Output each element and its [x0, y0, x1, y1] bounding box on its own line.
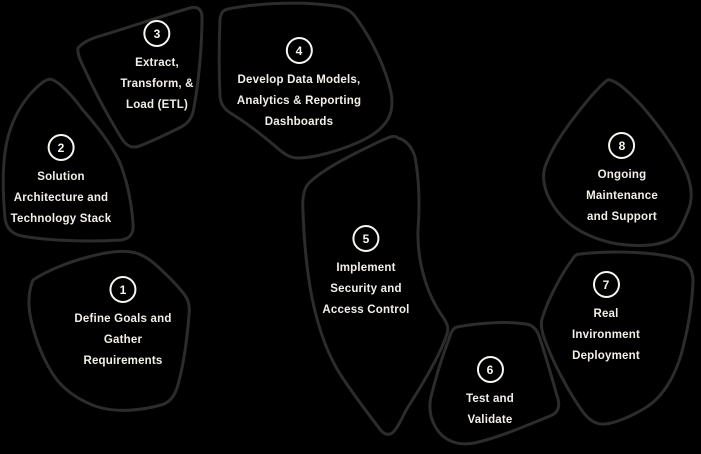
step-6-number: 6	[486, 362, 494, 377]
step-2-number: 2	[57, 140, 65, 155]
step-7: 7 Real Invironment Deployment	[572, 271, 640, 367]
petal-6-shape	[428, 321, 561, 446]
step-2: 2 Solution Architecture and Technology S…	[11, 134, 112, 230]
petal-4-shape	[217, 1, 394, 160]
step-2-line-1: Solution	[37, 171, 85, 183]
step-3: 3 Extract, Transform, & Load (ETL)	[120, 20, 193, 116]
step-3-line-1: Extract,	[135, 57, 179, 69]
step-8-line-3: and Support	[587, 211, 657, 223]
petal-5-shape	[301, 134, 450, 436]
step-4-line-2: Analytics & Reporting	[236, 95, 362, 107]
step-7-number-badge: 7	[592, 271, 620, 298]
petal-3-shape	[76, 5, 204, 149]
step-6-line-2: Validate	[467, 414, 513, 426]
step-5-number-badge: 5	[352, 225, 380, 252]
step-1-label: Define Goals and Gather Requirements	[74, 309, 171, 372]
step-6-number-badge: 6	[476, 356, 504, 383]
step-1-number: 1	[119, 282, 127, 297]
step-4-number: 4	[295, 43, 303, 58]
step-4-number-badge: 4	[285, 37, 313, 64]
step-8-number-badge: 8	[608, 132, 636, 159]
step-2-label: Solution Architecture and Technology Sta…	[11, 167, 112, 230]
step-8-number: 8	[618, 138, 626, 153]
step-7-line-3: Deployment	[572, 350, 640, 362]
step-5-label: Implement Security and Access Control	[322, 258, 409, 321]
step-4-label: Develop Data Models, Analytics & Reporti…	[237, 70, 361, 133]
step-5: 5 Implement Security and Access Control	[322, 225, 409, 321]
step-5-number: 5	[362, 231, 370, 246]
step-5-line-1: Implement	[336, 262, 396, 274]
step-7-label: Real Invironment Deployment	[572, 304, 640, 367]
step-3-label: Extract, Transform, & Load (ETL)	[120, 53, 193, 116]
step-2-number-badge: 2	[47, 134, 75, 161]
step-1-number-badge: 1	[109, 276, 137, 303]
step-1-line-1: Define Goals and	[74, 313, 172, 325]
step-8: 8 Ongoing Maintenance and Support	[586, 132, 658, 228]
step-7-line-2: Invironment	[571, 329, 641, 341]
step-4: 4 Develop Data Models, Analytics & Repor…	[237, 37, 361, 133]
petal-7-shape	[539, 250, 695, 426]
step-1: 1 Define Goals and Gather Requirements	[74, 276, 171, 372]
step-3-line-2: Transform, &	[120, 78, 194, 90]
step-7-number: 7	[602, 277, 610, 292]
step-2-line-3: Technology Stack	[10, 213, 112, 225]
step-3-number-badge: 3	[143, 20, 171, 47]
step-7-line-1: Real	[593, 308, 619, 320]
petal-1-shape	[27, 249, 191, 412]
step-4-line-3: Dashboards	[264, 116, 334, 128]
petal-2-shape	[1, 77, 135, 243]
step-6: 6 Test and Validate	[466, 356, 514, 431]
step-6-label: Test and Validate	[466, 389, 514, 431]
step-6-line-1: Test and	[465, 393, 515, 405]
petal-8-shape	[542, 78, 693, 247]
step-4-line-1: Develop Data Models,	[237, 74, 361, 86]
step-8-line-1: Ongoing	[597, 169, 647, 181]
step-2-line-2: Architecture and	[13, 192, 109, 204]
step-3-number: 3	[153, 26, 161, 41]
step-1-line-3: Requirements	[83, 355, 163, 367]
step-3-line-3: Load (ETL)	[125, 99, 189, 111]
step-5-line-3: Access Control	[322, 304, 410, 316]
step-5-line-2: Security and	[330, 283, 402, 295]
step-1-line-2: Gather	[103, 334, 143, 346]
step-8-label: Ongoing Maintenance and Support	[586, 165, 658, 228]
step-8-line-2: Maintenance	[586, 190, 658, 202]
